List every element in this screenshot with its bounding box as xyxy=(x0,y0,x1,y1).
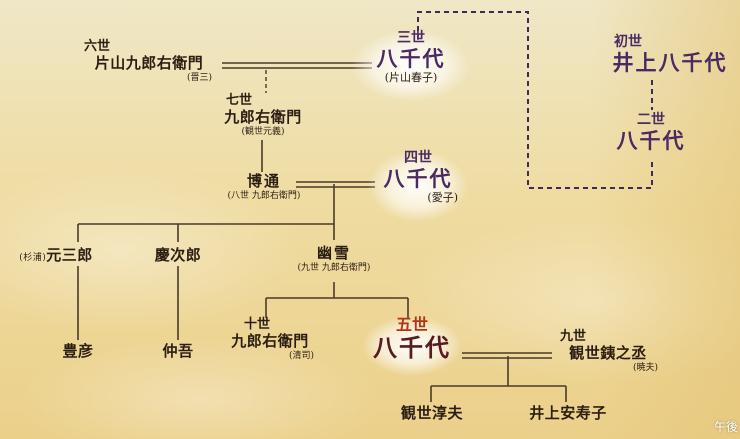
person-note: (愛子) xyxy=(427,191,458,204)
person-name: 観世銕之丞 xyxy=(569,344,647,362)
node-yachiyo-5th: 五世 八千代 xyxy=(362,316,462,376)
generation-label: 初世 xyxy=(614,34,642,50)
node-toyohiko: 豊彦 xyxy=(48,342,108,360)
node-yachiyo-2nd: 二世 八千代 xyxy=(596,112,706,154)
node-yachiyo-3rd: 三世 八千代 (片山春子) xyxy=(352,30,470,102)
children-branch-n5 xyxy=(430,356,567,402)
node-kanze-tetsunojo-9th: 九世 観世銕之丞 (暁夫) xyxy=(552,330,664,374)
node-yusetsu: 幽雪 (九世 九郎右衛門) xyxy=(278,244,390,274)
person-name: 片山九郎右衛門 xyxy=(94,54,204,72)
person-name: 豊彦 xyxy=(62,342,94,360)
children-branch-yuki xyxy=(265,282,409,318)
node-chugo: 仲吾 xyxy=(148,342,208,360)
person-note: (暁夫) xyxy=(632,363,658,373)
inoue-dashed-lineage xyxy=(417,11,653,189)
person-note: (片山春子) xyxy=(384,71,438,84)
generation-label: 五世 xyxy=(395,315,428,334)
background-shade xyxy=(590,0,740,439)
person-note: (清司) xyxy=(288,351,314,361)
node-katayama-6th: 六世 片山九郎右衛門 (晋三) xyxy=(78,40,220,84)
person-name: 八千代 xyxy=(383,166,453,191)
person-name: 幽雪 xyxy=(316,244,351,262)
node-kuroemon-10th: 十世 九郎右衛門 (清司) xyxy=(220,318,320,362)
person-name: 八千代 xyxy=(616,128,686,153)
person-note: (八世 九郎右衛門) xyxy=(227,191,301,201)
node-inoue-yachiyo-1st: 初世 井上八千代 xyxy=(600,34,740,76)
person-name: 井上八千代 xyxy=(612,50,728,75)
generation-label: 四世 xyxy=(404,150,432,166)
person-note: (観世元義) xyxy=(241,127,285,137)
person-name: 井上安寿子 xyxy=(529,404,607,422)
person-name: 仲吾 xyxy=(162,342,194,360)
generation-label: 三世 xyxy=(397,30,425,46)
node-yachiyo-4th: 四世 八千代 (愛子) xyxy=(368,150,468,222)
corner-caption: 午後 xyxy=(713,420,738,434)
generation-label: 二世 xyxy=(637,112,665,128)
node-kanze-atsuo: 観世淳夫 xyxy=(394,404,470,422)
node-hiromichi: 博通 (八世 九郎右衛門) xyxy=(214,172,314,202)
node-keijiro: 慶次郎 xyxy=(140,246,216,264)
person-name: 八千代 xyxy=(373,333,451,362)
person-name-text: 元三郎 xyxy=(46,246,93,264)
person-note: (晋三) xyxy=(186,73,212,83)
person-name: (杉浦)元三郎 xyxy=(6,246,106,267)
children-branch-hiro xyxy=(77,184,335,242)
person-prefix: (杉浦) xyxy=(19,253,47,263)
node-kuroemon-7th: 七世 九郎右衛門 (観世元義) xyxy=(208,94,318,138)
marriage-line-n6-n3 xyxy=(222,62,372,69)
generation-label: 七世 xyxy=(226,93,253,108)
generation-label: 十世 xyxy=(244,317,271,332)
person-note: (九世 九郎右衛門) xyxy=(297,263,371,273)
marriage-line-hiro-n4 xyxy=(296,181,375,188)
person-name: 八千代 xyxy=(376,46,446,71)
generation-label: 九世 xyxy=(560,329,587,344)
person-name: 九郎右衛門 xyxy=(224,108,302,126)
marriage-line-n5-kanze9 xyxy=(462,352,552,359)
person-name: 観世淳夫 xyxy=(400,404,463,422)
person-name: 博通 xyxy=(246,172,281,190)
person-name: 九郎右衛門 xyxy=(231,332,309,350)
node-motosaburo: (杉浦)元三郎 xyxy=(6,246,106,267)
node-inoue-yasuko: 井上安寿子 xyxy=(524,404,612,422)
person-name: 慶次郎 xyxy=(154,246,202,264)
generation-label: 六世 xyxy=(84,39,111,54)
